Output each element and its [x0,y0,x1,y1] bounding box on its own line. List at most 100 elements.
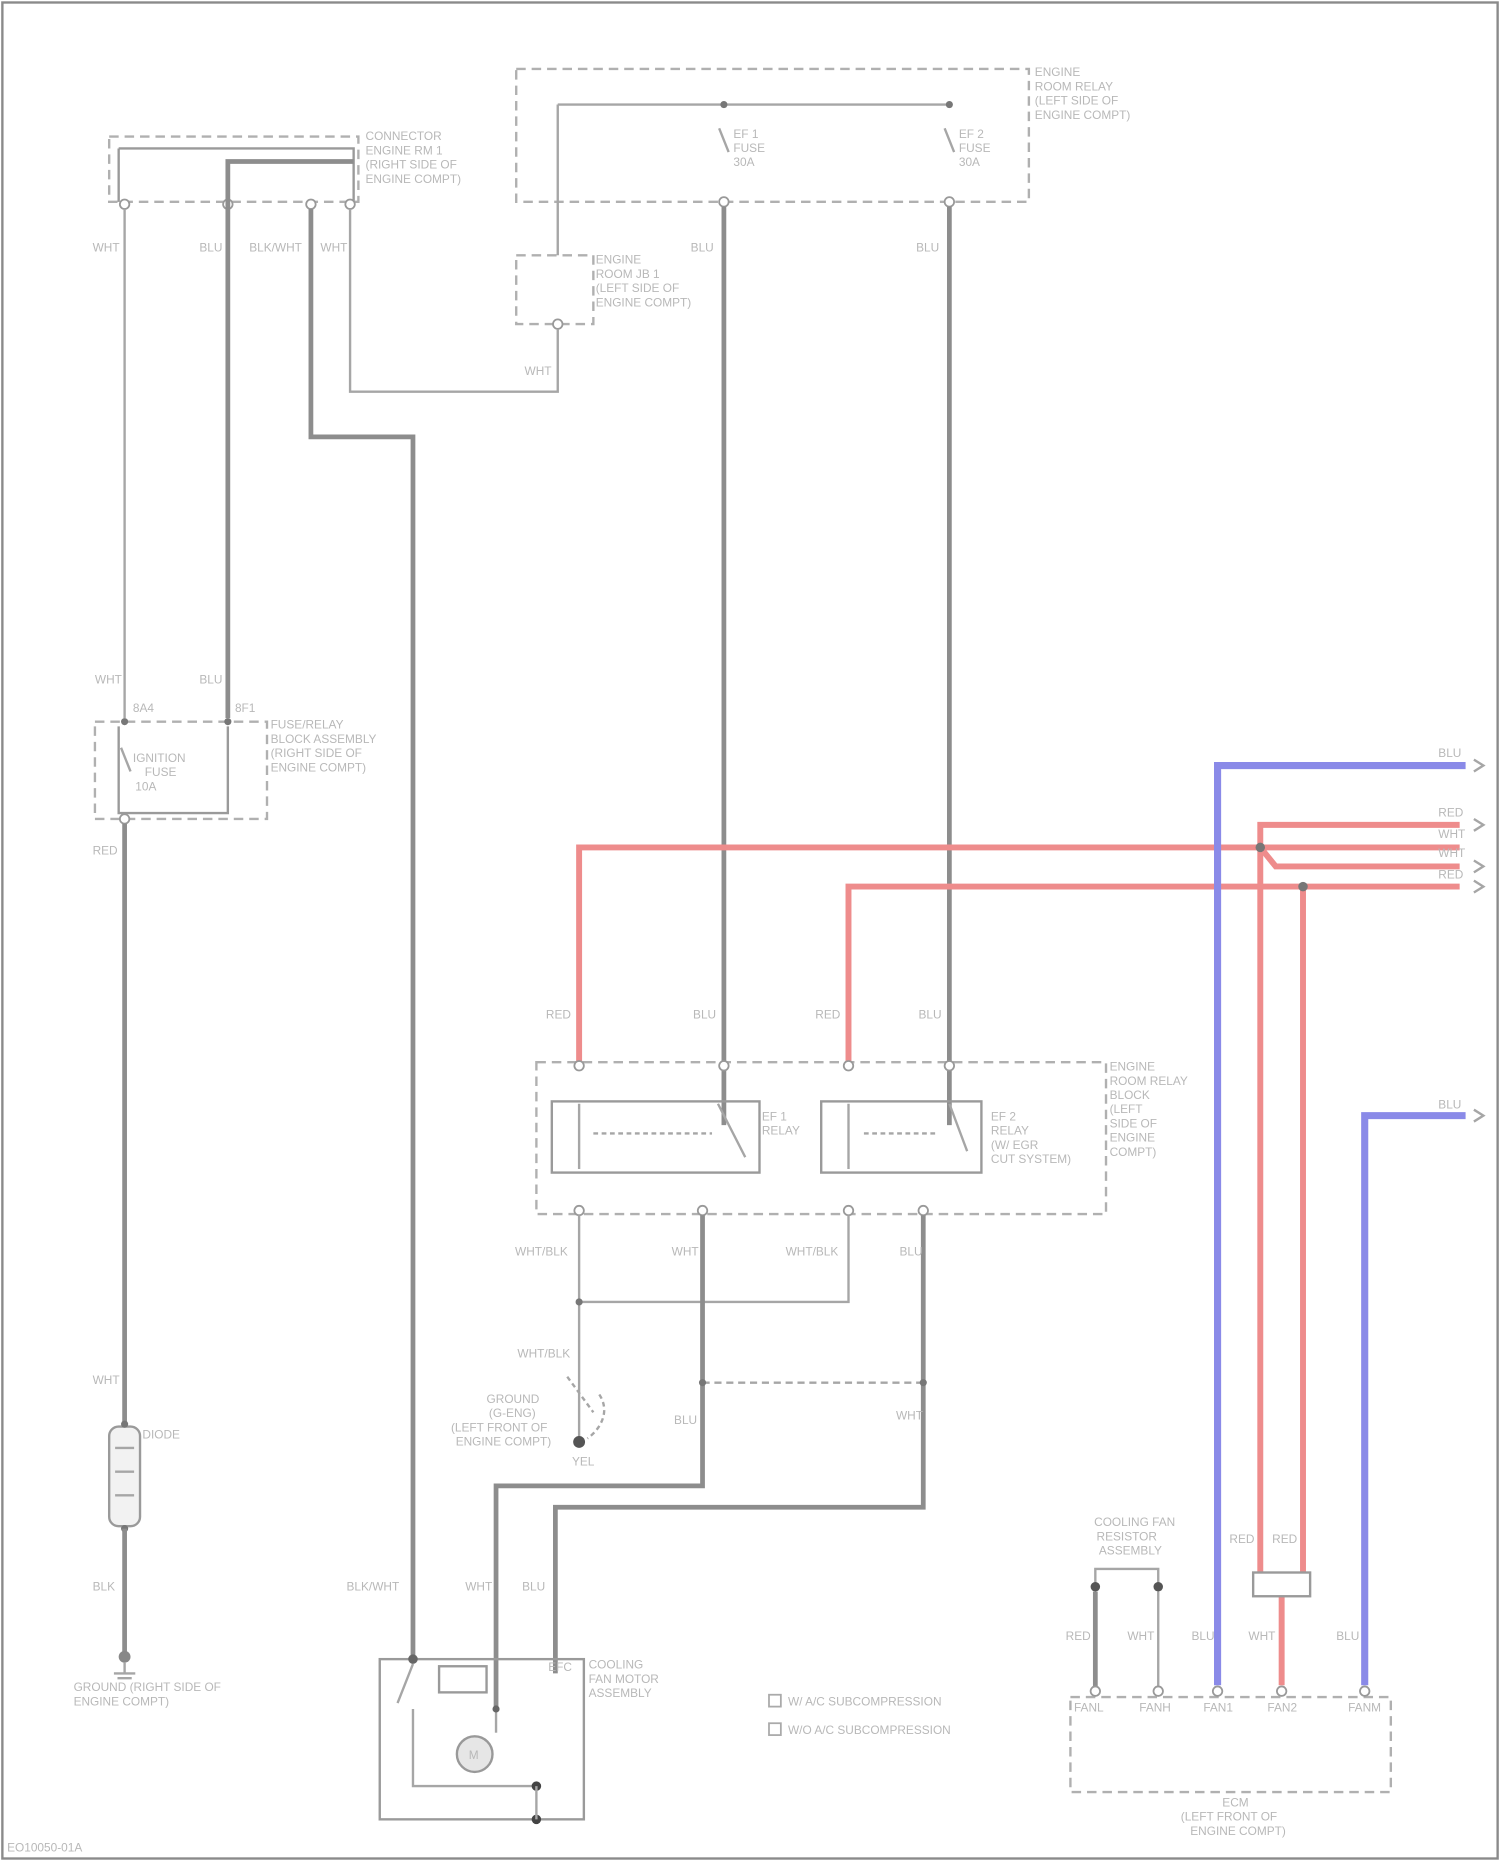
wire-label-motor-in-a: BLK/WHT [347,1579,400,1593]
wire-label-motor-in-c: BLU [522,1579,545,1593]
fuse-pin-a: 8A4 [133,701,155,715]
ecm-line-2: (LEFT FRONT OF [1181,1810,1277,1824]
left-fuse-box: WHT BLU 8A4 8F1 IGNITION FUSE 10A FUSE/R… [95,673,377,824]
fuse-ignition-rating: 10A [135,779,156,793]
right-label-4: WHT [1438,846,1465,860]
relay-ef1-type: RELAY [762,1124,800,1138]
fuse-ef2-rating: 30A [959,155,980,169]
wire-label-relay-out-3: WHT/BLK [786,1245,839,1259]
resistor-line-3: ASSEMBLY [1099,1544,1162,1558]
top-left-connector-line-1: CONNECTOR [366,129,443,143]
ground-g1-line-1: GROUND [487,1392,540,1406]
cooling-fan-motor-line-1: COOLING [589,1658,644,1672]
wire-label-mid-conn-out: WHT [525,364,552,378]
relay-box-line-7: COMPT) [1110,1145,1157,1159]
relay-ef2-type: RELAY [991,1124,1029,1138]
fuse-ef1-type: FUSE [733,141,765,155]
ground-g1-line-3: (LEFT FRONT OF [451,1420,547,1434]
wire-label-fuse-out: RED [93,844,118,858]
fuse-pin-b: 8F1 [235,701,256,715]
top-center-relay-box: ENGINE ROOM RELAY (LEFT SIDE OF ENGINE C… [516,65,1130,207]
ground-left-line-2: ENGINE COMPT) [74,1694,170,1708]
wire-label-top-left-a: WHT [93,241,120,255]
fuse-ef2-label: EF 2 [959,127,984,141]
left-fuse-box-line-3: (RIGHT SIDE OF [271,746,362,760]
relay-box-line-2: ROOM RELAY [1110,1074,1188,1088]
fuse-ef1-label: EF 1 [733,127,758,141]
motor-symbol: M [469,1748,479,1762]
mid-connector-line-3: (LEFT SIDE OF [596,281,679,295]
wire-label-top-left-b: BLU [199,241,222,255]
top-relay-box-line-1: ENGINE [1035,65,1081,79]
left-fuse-box-line-1: FUSE/RELAY [271,718,344,732]
relay-ef1-label: EF 1 [762,1109,787,1123]
top-left-connector-line-2: ENGINE RM 1 [366,143,444,157]
ecm-line-1: ECM [1222,1795,1248,1809]
cooling-fan-motor: M EFC COOLING FAN MOTOR ASSEMBLY [380,1654,660,1824]
cooling-fan-motor-line-2: FAN MOTOR [589,1672,660,1686]
wire-label-top-left-c: BLK/WHT [249,241,302,255]
wire-label-ecm-b: WHT [1127,1629,1154,1643]
relay-ef2-note-2: CUT SYSTEM) [991,1152,1071,1166]
wire-label-ground: BLK [93,1579,116,1593]
resistor-line-1: COOLING FAN [1094,1515,1175,1529]
motor-pin-label: EFC [548,1660,572,1674]
ecm-pin-1: FANL [1074,1700,1104,1714]
wire-blue-1 [1218,766,1466,1686]
relay-box-line-4: (LEFT [1110,1102,1143,1116]
right-label-2: RED [1438,806,1463,820]
wire-label-relay-out-4: BLU [900,1245,923,1259]
wire-label-ecm-c: BLU [1191,1629,1214,1643]
fuse-ef2-type: FUSE [959,141,991,155]
ecm-fan-connector: RED RED [1229,1532,1310,1596]
ecm-line-3: ENGINE COMPT) [1190,1824,1286,1838]
wire-red-1 [579,847,1460,1065]
wire-blue-2 [1365,1116,1466,1686]
ground-g1: WHT/BLK GROUND (G-ENG) (LEFT FRONT OF EN… [451,1347,604,1469]
wire-label-relay-out-2: WHT [672,1245,699,1259]
wire-label-motor-in-b: WHT [465,1579,492,1593]
relay-box-line-3: BLOCK [1110,1088,1150,1102]
relay-box-line-6: ENGINE [1110,1131,1156,1145]
wire-label-resistor-b: RED [1272,1532,1297,1546]
relay-ef2-label: EF 2 [991,1109,1016,1123]
wire-label-ecm-d: WHT [1248,1629,1275,1643]
wire-relay-out-2 [496,1215,702,1709]
diode-label: DIODE [142,1427,180,1441]
right-label-1: BLU [1438,746,1461,760]
top-left-connector-line-4: ENGINE COMPT) [366,172,462,186]
right-label-5: RED [1438,867,1463,881]
mid-connector: ENGINE ROOM JB 1 (LEFT SIDE OF ENGINE CO… [516,253,691,329]
wire-label-fuse-in-b: BLU [199,673,222,687]
top-left-connector-line-3: (RIGHT SIDE OF [366,158,457,172]
wire-label-diode-a: BLU [674,1413,697,1427]
ground-g1-line-4: ENGINE COMPT) [456,1435,552,1449]
mid-connector-line-2: ROOM JB 1 [596,267,660,281]
mid-connector-line-1: ENGINE [596,253,642,267]
resistor-line-2: RESISTOR [1097,1529,1158,1543]
wire-label-relay-in-3: RED [815,1007,840,1021]
mid-connector-line-4: ENGINE COMPT) [596,295,692,309]
wire-label-top-right: BLU [916,241,939,255]
left-fuse-box-line-2: BLOCK ASSEMBLY [271,732,377,746]
relay-box-line-5: SIDE OF [1110,1116,1157,1130]
relay-box: EF 1 RELAY EF 2 RELAY (W/ EGR CUT SYSTEM… [536,1060,1187,1216]
wire-label-diode-b: WHT [896,1408,923,1422]
wire-label-relay-in-1: RED [546,1007,571,1021]
ecm-pin-3: FAN1 [1203,1700,1233,1714]
wire-red-2 [848,887,1459,1066]
right-label-6: BLU [1438,1098,1461,1112]
ecm-pin-5: FANM [1348,1700,1381,1714]
cooling-fan-resistor: COOLING FAN RESISTOR ASSEMBLY [1091,1515,1176,1687]
cooling-fan-motor-line-3: ASSEMBLY [589,1686,652,1700]
wire-label-ecm-a: RED [1066,1629,1091,1643]
wire-blk-wht [311,209,413,1659]
right-edge-labels: BLU RED WHT WHT RED BLU [1438,746,1483,1121]
footer-code: EO10050-01A [7,1840,82,1854]
wire-label-top-mid: BLU [691,241,714,255]
ground-g1-id: YEL [572,1455,595,1469]
wire-label-top-left-d: WHT [320,241,347,255]
legend-item-1: W/ A/C SUBCOMPRESSION [788,1694,942,1708]
diode-left: DIODE [109,1421,180,1533]
